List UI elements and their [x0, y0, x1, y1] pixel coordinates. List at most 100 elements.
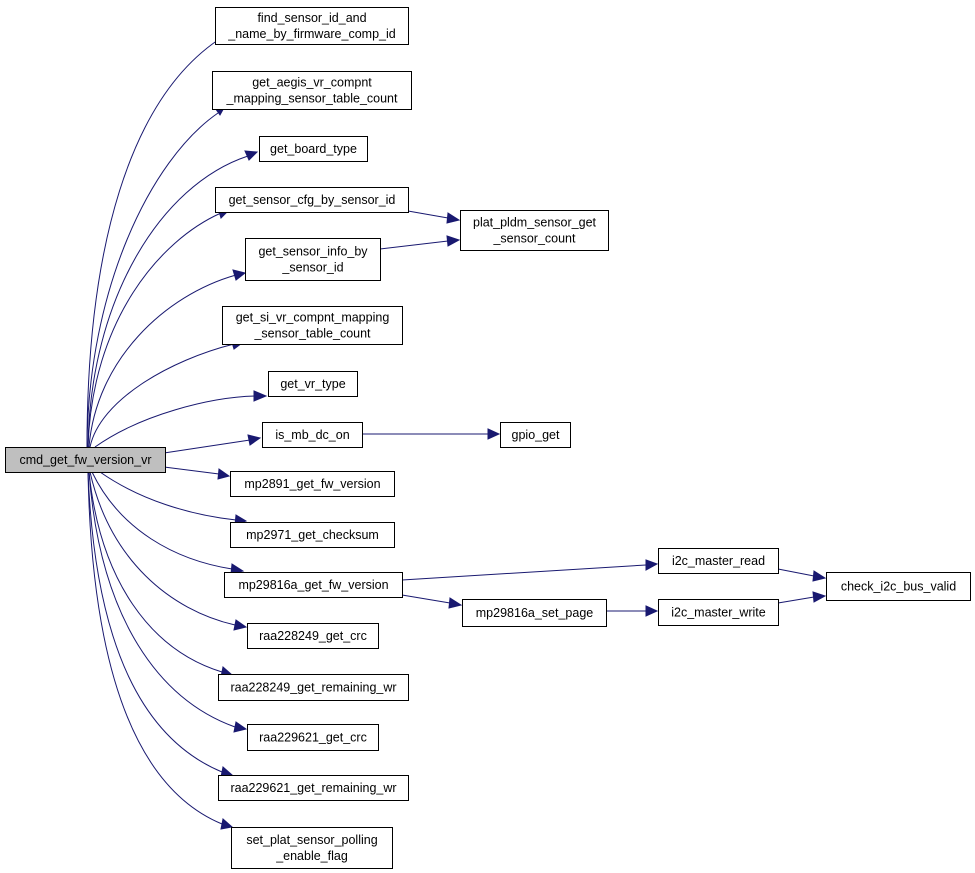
node-mp29816a_fw[interactable]: mp29816a_get_fw_version	[224, 572, 403, 598]
node-label: _mapping_sensor_table_count	[226, 92, 398, 106]
node-label: get_si_vr_compnt_mapping	[236, 311, 390, 325]
node-raa228249_crc[interactable]: raa228249_get_crc	[247, 623, 379, 649]
node-label: _sensor_table_count	[253, 327, 371, 341]
node-get_board_type[interactable]: get_board_type	[259, 136, 368, 162]
node-box	[218, 775, 409, 801]
node-plat_pldm[interactable]: plat_pldm_sensor_get_sensor_count	[460, 210, 609, 251]
node-label: gpio_get	[512, 428, 560, 442]
node-gpio_get[interactable]: gpio_get	[500, 422, 571, 448]
edge-root-to-get_si_vr	[89, 338, 244, 448]
node-label: _name_by_firmware_comp_id	[227, 27, 395, 41]
node-label: raa228249_get_remaining_wr	[230, 681, 396, 695]
node-label: check_i2c_bus_valid	[841, 580, 956, 594]
node-label: _sensor_count	[492, 232, 576, 246]
arrowhead-icon	[645, 605, 659, 617]
edge-is_mb_dc_on-to-gpio_get	[362, 428, 501, 440]
call-edges	[86, 33, 827, 830]
edge-root-to-get_sensor_info	[88, 269, 247, 448]
node-box	[224, 572, 403, 598]
edge-root-to-find_sensor	[86, 33, 227, 448]
node-box	[230, 471, 395, 497]
edge-line	[379, 240, 449, 250]
node-raa229621_crc[interactable]: raa229621_get_crc	[247, 724, 379, 751]
node-get_sensor_cfg[interactable]: get_sensor_cfg_by_sensor_id	[215, 187, 409, 213]
node-mp2891[interactable]: mp2891_get_fw_version	[230, 471, 395, 497]
call-nodes: cmd_get_fw_version_vr find_sensor_id_and _…	[5, 7, 971, 869]
edge-root-to-mp2891	[163, 466, 231, 480]
edge-mp29816a_fw-to-mp29816a_page	[401, 594, 463, 609]
node-box	[247, 623, 379, 649]
node-mp29816a_page[interactable]: mp29816a_set_page	[462, 599, 607, 627]
arrowhead-icon	[253, 390, 268, 402]
node-i2c_write[interactable]: i2c_master_write	[658, 599, 779, 626]
node-label: mp29816a_get_fw_version	[238, 578, 388, 592]
edge-root-to-mp2971	[99, 471, 248, 526]
node-raa229621_wr[interactable]: raa229621_get_remaining_wr	[218, 775, 409, 801]
node-get_vr_type[interactable]: get_vr_type	[268, 371, 358, 397]
arrowhead-icon	[217, 468, 231, 480]
node-get_aegis[interactable]: get_aegis_vr_compnt_mapping_sensor_table…	[212, 71, 412, 110]
arrowhead-icon	[446, 212, 461, 224]
node-set_plat[interactable]: set_plat_sensor_polling_enable_flag	[231, 827, 393, 869]
node-label: cmd_get_fw_version_vr	[19, 453, 151, 467]
edge-line	[89, 343, 235, 448]
node-box	[215, 187, 409, 213]
edge-get_sensor_cfg-to-plat_pldm	[407, 210, 461, 224]
node-box	[658, 599, 779, 626]
node-label: i2c_master_read	[672, 554, 765, 568]
edge-root-to-raa229621_crc	[88, 471, 248, 733]
edge-line	[91, 471, 233, 570]
edge-line	[163, 466, 220, 475]
edge-get_sensor_info-to-plat_pldm	[379, 235, 461, 250]
edge-i2c_write-to-check_i2c	[777, 591, 827, 604]
edge-line	[99, 471, 237, 521]
edge-line	[407, 210, 449, 219]
node-box	[215, 7, 409, 45]
edge-line	[86, 112, 219, 448]
node-label: mp2971_get_checksum	[246, 528, 379, 542]
arrowhead-icon	[448, 597, 463, 609]
edge-line	[88, 471, 223, 673]
edge-line	[88, 274, 237, 448]
node-label: get_sensor_cfg_by_sensor_id	[229, 193, 396, 207]
edge-line	[89, 471, 236, 626]
arrowhead-icon	[487, 428, 501, 440]
node-label: mp2891_get_fw_version	[244, 477, 380, 491]
edge-line	[777, 596, 815, 604]
node-box	[245, 238, 381, 281]
arrowhead-icon	[247, 434, 262, 446]
node-label: _sensor_id	[281, 261, 343, 275]
node-box	[212, 71, 412, 110]
edge-mp29816a_fw-to-i2c_read	[401, 559, 659, 581]
node-label: i2c_master_write	[671, 606, 766, 620]
node-raa228249_wr[interactable]: raa228249_get_remaining_wr	[218, 674, 409, 701]
edge-root-to-raa228249_crc	[89, 471, 248, 631]
node-root[interactable]: cmd_get_fw_version_vr	[5, 447, 166, 473]
node-label: raa229621_get_remaining_wr	[230, 781, 396, 795]
node-i2c_read[interactable]: i2c_master_read	[658, 548, 779, 574]
node-box	[262, 422, 363, 448]
arrowhead-icon	[233, 721, 248, 733]
node-is_mb_dc_on[interactable]: is_mb_dc_on	[262, 422, 363, 448]
edge-root-to-mp29816a_fw	[91, 471, 245, 575]
node-box	[230, 522, 395, 548]
node-label: find_sensor_id_and	[257, 11, 366, 25]
edge-line	[88, 471, 236, 728]
node-get_sensor_info[interactable]: get_sensor_info_by _sensor_id	[245, 238, 381, 281]
node-label: get_sensor_info_by	[258, 245, 368, 259]
node-box	[222, 306, 403, 345]
node-find_sensor[interactable]: find_sensor_id_and _name_by_firmware_comp…	[215, 7, 409, 45]
edge-line	[401, 594, 451, 604]
arrowhead-icon	[446, 235, 461, 247]
edge-root-to-is_mb_dc_on	[163, 434, 262, 454]
node-box	[259, 136, 368, 162]
edge-root-to-set_plat	[87, 471, 234, 830]
edge-mp29816a_page-to-i2c_write	[606, 605, 659, 617]
node-label: mp29816a_set_page	[476, 606, 594, 620]
node-label: _enable_flag	[275, 849, 348, 863]
node-check_i2c[interactable]: check_i2c_bus_valid	[826, 572, 971, 601]
node-get_si_vr[interactable]: get_si_vr_compnt_mapping _sensor_table_co…	[222, 306, 403, 345]
node-box	[658, 548, 779, 574]
node-box	[460, 210, 609, 251]
node-mp2971[interactable]: mp2971_get_checksum	[230, 522, 395, 548]
